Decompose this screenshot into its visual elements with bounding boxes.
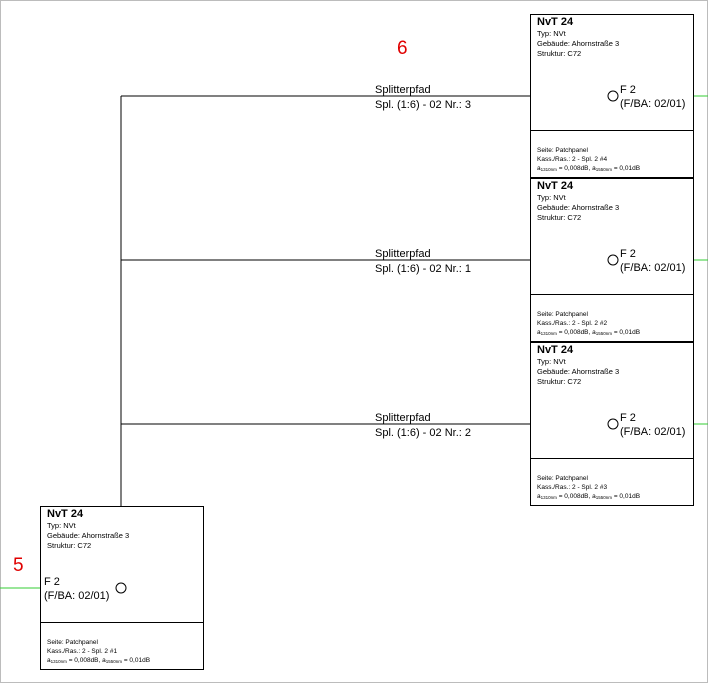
port-sub: (F/BA: 02/01) xyxy=(620,262,686,274)
box-typ: Typ: NVt xyxy=(537,193,566,202)
splitter-path-label-2: Splitterpfad Spl. (1:6) - 02 Nr.: 1 xyxy=(375,247,471,277)
box-struktur: Struktur: C72 xyxy=(47,541,92,550)
box-typ: Typ: NVt xyxy=(537,29,566,38)
box-footer: Seite: Patchpanel Kass./Ras.: 2 - Spl. 2… xyxy=(41,622,203,669)
box-footer: Seite: Patchpanel Kass./Ras.: 2 - Spl. 2… xyxy=(531,130,693,177)
box-kass: Kass./Ras.: 2 - Spl. 2 #3 xyxy=(537,484,608,491)
path-detail: Spl. (1:6) - 02 Nr.: 3 xyxy=(375,99,471,111)
port-sub: (F/BA: 02/01) xyxy=(620,426,686,438)
box-kass: Kass./Ras.: 2 - Spl. 2 #1 xyxy=(47,648,118,655)
port-number: F 2 xyxy=(620,248,636,260)
box-struktur: Struktur: C72 xyxy=(537,377,582,386)
box-attenuation: a1310nm = 0,008dB, a1550nm = 0,01dB xyxy=(47,657,151,664)
path-title: Splitterpfad xyxy=(375,84,431,96)
box-title: NvT 24 xyxy=(537,180,574,192)
box-gebaeude: Gebäude: Ahornstraße 3 xyxy=(537,203,620,212)
box-footer: Seite: Patchpanel Kass./Ras.: 2 - Spl. 2… xyxy=(531,458,693,505)
box-gebaeude: Gebäude: Ahornstraße 3 xyxy=(47,531,130,540)
box-struktur: Struktur: C72 xyxy=(537,213,582,222)
nvt-box-1[interactable]: NvT 24 Typ: NVt Gebäude: Ahornstraße 3 S… xyxy=(530,14,694,178)
port-number: F 2 xyxy=(620,84,636,96)
box-header: NvT 24 Typ: NVt Gebäude: Ahornstraße 3 S… xyxy=(537,344,619,387)
box-header: NvT 24 Typ: NVt Gebäude: Ahornstraße 3 S… xyxy=(47,508,129,551)
marker-top: 6 xyxy=(397,38,408,59)
box-typ: Typ: NVt xyxy=(47,521,76,530)
port-label-box1: F 2 (F/BA: 02/01) xyxy=(620,83,685,111)
splitter-path-label-3: Splitterpfad Spl. (1:6) - 02 Nr.: 2 xyxy=(375,411,471,441)
port-label-box4: F 2 (F/BA: 02/01) xyxy=(44,575,109,603)
path-title: Splitterpfad xyxy=(375,248,431,260)
box-seite: Seite: Patchpanel xyxy=(537,311,588,318)
port-label-box3: F 2 (F/BA: 02/01) xyxy=(620,411,685,439)
box-footer: Seite: Patchpanel Kass./Ras.: 2 - Spl. 2… xyxy=(531,294,693,341)
box-typ: Typ: NVt xyxy=(537,357,566,366)
box-title: NvT 24 xyxy=(47,508,84,520)
path-detail: Spl. (1:6) - 02 Nr.: 2 xyxy=(375,427,471,439)
box-struktur: Struktur: C72 xyxy=(537,49,582,58)
splitter-path-label-1: Splitterpfad Spl. (1:6) - 02 Nr.: 3 xyxy=(375,83,471,113)
box-attenuation: a1310nm = 0,008dB, a1550nm = 0,01dB xyxy=(537,165,641,172)
port-sub: (F/BA: 02/01) xyxy=(44,590,110,602)
path-detail: Spl. (1:6) - 02 Nr.: 1 xyxy=(375,263,471,275)
port-sub: (F/BA: 02/01) xyxy=(620,98,686,110)
box-kass: Kass./Ras.: 2 - Spl. 2 #4 xyxy=(537,156,608,163)
box-title: NvT 24 xyxy=(537,16,574,28)
port-number: F 2 xyxy=(620,412,636,424)
port-label-box2: F 2 (F/BA: 02/01) xyxy=(620,247,685,275)
box-title: NvT 24 xyxy=(537,344,574,356)
box-gebaeude: Gebäude: Ahornstraße 3 xyxy=(537,367,620,376)
box-attenuation: a1310nm = 0,008dB, a1550nm = 0,01dB xyxy=(537,329,641,336)
box-seite: Seite: Patchpanel xyxy=(537,147,588,154)
box-attenuation: a1310nm = 0,008dB, a1550nm = 0,01dB xyxy=(537,493,641,500)
box-kass: Kass./Ras.: 2 - Spl. 2 #2 xyxy=(537,320,608,327)
port-number: F 2 xyxy=(44,576,60,588)
box-header: NvT 24 Typ: NVt Gebäude: Ahornstraße 3 S… xyxy=(537,16,619,59)
marker-left: 5 xyxy=(13,555,24,576)
box-seite: Seite: Patchpanel xyxy=(47,639,98,646)
box-header: NvT 24 Typ: NVt Gebäude: Ahornstraße 3 S… xyxy=(537,180,619,223)
path-title: Splitterpfad xyxy=(375,412,431,424)
box-gebaeude: Gebäude: Ahornstraße 3 xyxy=(537,39,620,48)
box-seite: Seite: Patchpanel xyxy=(537,475,588,482)
